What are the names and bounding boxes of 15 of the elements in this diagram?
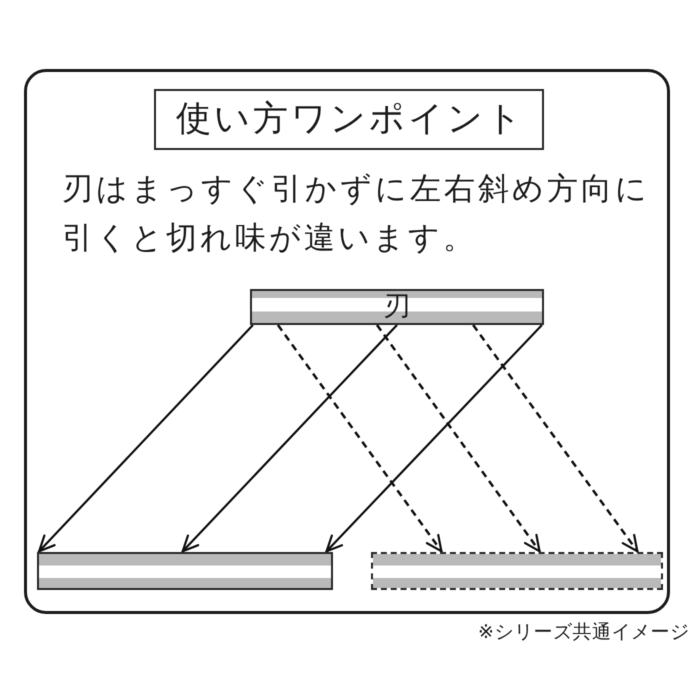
- blade-bar: [250, 289, 544, 325]
- bar: [37, 552, 333, 590]
- arrow: [38, 324, 254, 553]
- dashed-arrow: [276, 324, 443, 553]
- arrow: [181, 324, 398, 553]
- title-text: 使い方ワンポイント: [176, 100, 525, 139]
- dashed-arrow: [376, 324, 542, 553]
- arrow: [325, 324, 543, 553]
- title-box: [154, 89, 544, 150]
- note-text: ※シリーズ共通イメージ: [478, 620, 690, 645]
- dashed-arrow: [472, 324, 639, 553]
- blade-label: 刃: [384, 292, 410, 322]
- instruction-text: 刃はまっすぐ引かずに左右斜め方向に引くと切れ味が違います。: [62, 170, 651, 258]
- dashed-bar: [371, 552, 663, 590]
- rounded-frame: [24, 69, 670, 614]
